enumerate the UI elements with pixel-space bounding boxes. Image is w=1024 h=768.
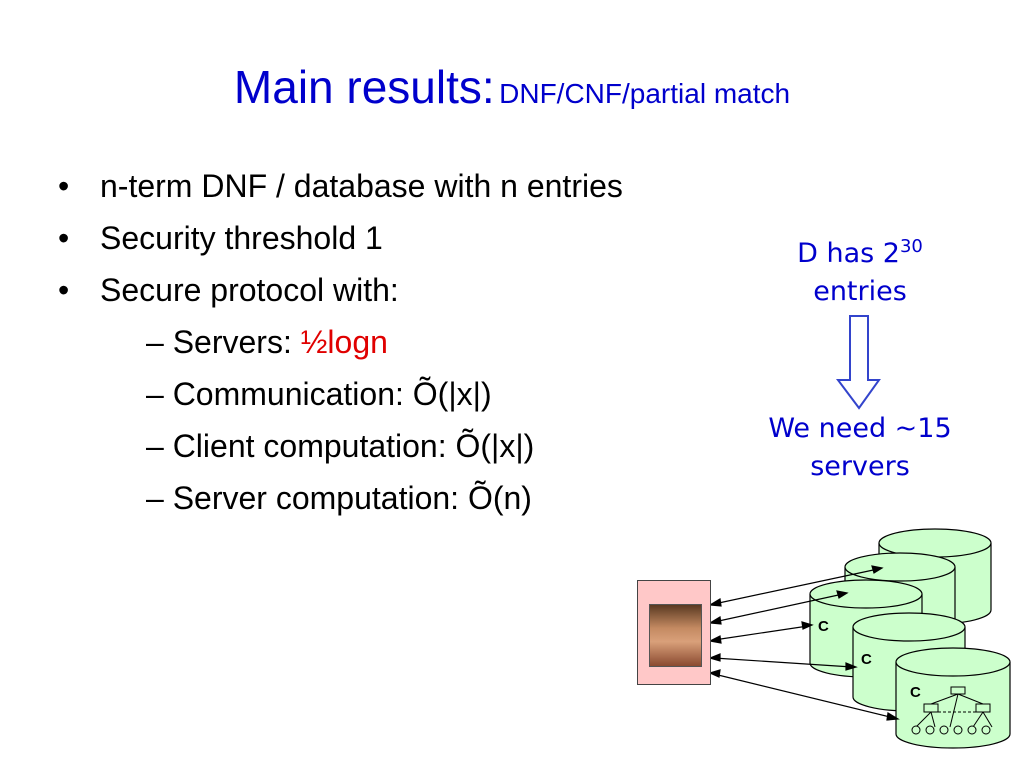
sub-bullet-label: Communication: Õ(|x|)	[172, 376, 492, 412]
bullet-list: • n-term DNF / database with n entries •…	[58, 160, 623, 524]
bullet-item: • n-term DNF / database with n entries	[58, 160, 623, 212]
sub-bullet-item: – Client computation: Õ(|x|)	[58, 420, 623, 472]
sub-bullet-dash: –	[146, 376, 164, 412]
server-label: C	[818, 618, 829, 635]
bullet-text: Secure protocol with:	[100, 272, 399, 308]
server-label: C	[861, 651, 872, 668]
sub-bullet-label: Servers:	[172, 324, 301, 360]
slide-title: Main results: DNF/CNF/partial match	[0, 60, 1024, 114]
result-line1: We need ~15	[768, 413, 952, 444]
sub-bullet-value: ½logn	[300, 324, 388, 360]
bullet-marker: •	[58, 220, 70, 256]
servers-needed-note: We need ~15 servers	[740, 410, 980, 486]
communication-arrows	[708, 565, 900, 721]
bullet-item: • Security threshold 1	[58, 212, 623, 264]
database-size-note: D has 230 entries	[760, 228, 960, 311]
down-arrow-icon	[836, 315, 881, 410]
bullet-marker: •	[58, 168, 70, 204]
title-main: Main results:	[233, 61, 495, 113]
circuit-tree-icon	[911, 686, 993, 735]
title-subtitle: DNF/CNF/partial match	[499, 78, 791, 109]
client-photo-frame	[637, 580, 711, 685]
sub-bullet-dash: –	[146, 324, 164, 360]
server-cylinder	[895, 647, 1011, 749]
bullet-marker: •	[58, 272, 70, 308]
server-label: C	[910, 684, 921, 701]
sub-bullet-dash: –	[146, 428, 164, 464]
result-line2: servers	[810, 451, 910, 482]
note-exponent: 30	[899, 236, 923, 257]
note-line1: D has 2	[797, 238, 900, 269]
note-line2: entries	[813, 276, 907, 307]
sub-bullet-label: Client computation: Õ(|x|)	[172, 428, 535, 464]
bullet-text: n-term DNF / database with n entries	[100, 168, 623, 204]
bullet-text: Security threshold 1	[100, 220, 383, 256]
bullet-item: • Secure protocol with:	[58, 264, 623, 316]
sub-bullet-item: – Server computation: Õ(n)	[58, 472, 623, 524]
client-photo	[649, 604, 702, 667]
sub-bullet-dash: –	[146, 480, 164, 516]
sub-bullet-label: Server computation: Õ(n)	[172, 480, 532, 516]
sub-bullet-item: – Communication: Õ(|x|)	[58, 368, 623, 420]
sub-bullet-item: – Servers: ½logn	[58, 316, 623, 368]
